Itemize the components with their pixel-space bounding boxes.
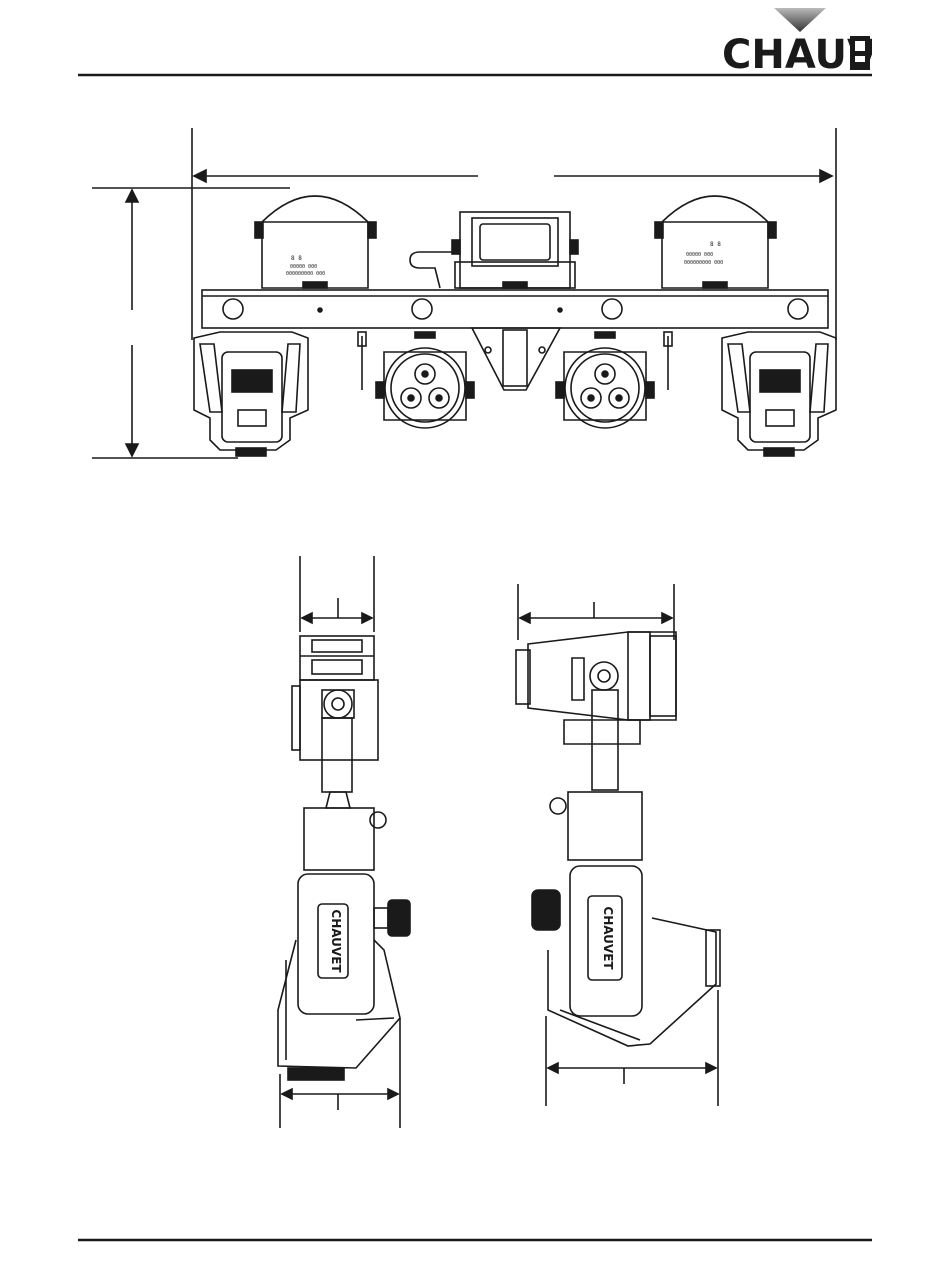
wide-bottom-dimension	[546, 990, 718, 1106]
wide-head	[516, 632, 676, 790]
fixture-logo-text-wide: CHAUVET	[601, 906, 615, 970]
wide-base: CHAUVET	[532, 792, 720, 1046]
